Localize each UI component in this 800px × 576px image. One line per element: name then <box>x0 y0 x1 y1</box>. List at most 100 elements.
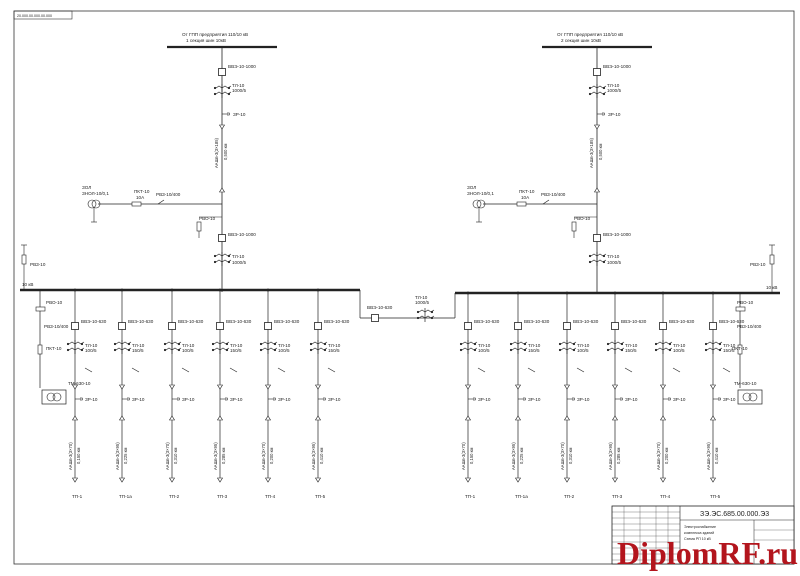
feeder-end-arrow <box>659 477 667 483</box>
tsn-label: ТМ-630-10 <box>734 381 757 386</box>
feeder-ct-label: ТЛ-10 <box>577 343 590 348</box>
feeder-destination: ТП-1а <box>515 494 528 499</box>
incomer-ct <box>588 252 607 266</box>
ct-dot <box>558 348 562 352</box>
tsn-arrester-label: РВО-10 <box>737 300 754 305</box>
ct-dot <box>213 92 217 96</box>
feeder-ground-label: ЗР-10 <box>673 397 686 402</box>
feeder-3: ВВЭ-10-630ТЛ-10100/5ЗР-10ААШв-3(3×70)0,3… <box>558 291 599 499</box>
vt-label: ЗОЛ <box>82 185 91 190</box>
feeder-breaker <box>314 322 322 330</box>
feeder-ct-label: ТЛ-10 <box>723 343 736 348</box>
ct-dot <box>323 348 327 352</box>
vt-type: ЗНОЛ-10/0,1 <box>82 191 109 196</box>
ct-dot <box>602 260 606 264</box>
feeder-end-arrow <box>611 477 619 483</box>
ct-dot <box>718 348 722 352</box>
bus-tap-dot <box>613 291 617 295</box>
incoming-cable-length: 0,500 км <box>223 144 228 160</box>
feeder-arrow <box>464 384 472 390</box>
ct-dot <box>588 92 592 96</box>
ct-dot <box>523 342 527 346</box>
feeder-ground <box>663 397 671 401</box>
ct-dot <box>602 86 606 90</box>
feeder-ground <box>122 397 130 401</box>
feeder-breaker <box>611 322 619 330</box>
ct-dot <box>259 348 263 352</box>
feed-sublabel: 2 секция шин 10кВ <box>561 38 601 43</box>
feeder-cable-length: 0,225 км <box>123 448 128 464</box>
ct-dot <box>66 348 70 352</box>
feeder-destination: ТП-5 <box>315 494 326 499</box>
sectional-breaker-label: ВВЭ-10-630 <box>367 305 393 310</box>
cable-bottom-arrow <box>218 187 226 193</box>
feeder-ct-label: ТЛ-10 <box>478 343 491 348</box>
feeder-ground-label: ЗР-10 <box>328 397 341 402</box>
top-ct-ratio: 1000/5 <box>607 88 621 93</box>
feeder-arrow <box>314 415 322 421</box>
top-ct <box>213 84 232 98</box>
ct-dot <box>509 342 513 346</box>
feeder-ground-label: ЗР-10 <box>278 397 291 402</box>
feeder-end-arrow <box>314 477 322 483</box>
cable-bottom-arrow <box>593 187 601 193</box>
watermark-text: DiplomRF.ru <box>617 535 799 571</box>
incomer-breaker-label: ВВЭ-10-1000 <box>228 232 256 237</box>
feeder-ct-label: ТЛ-10 <box>132 343 145 348</box>
ct-dot <box>654 342 658 346</box>
ct-dot <box>602 254 606 258</box>
ct-dot <box>177 342 181 346</box>
feeder-arrow <box>118 415 126 421</box>
feeder-cable-length: 0,285 км <box>221 448 226 464</box>
feeder-ct-ratio: 150/5 <box>230 348 242 353</box>
top-ground <box>597 112 605 116</box>
feeder-ct-ratio: 100/5 <box>182 348 194 353</box>
feeder-cable-label: ААШв-3(3×95) <box>311 442 316 470</box>
feeder-breaker-label: ВВЭ-10-630 <box>81 319 107 324</box>
tsn-winding <box>46 392 56 402</box>
feeder-arrow <box>314 384 322 390</box>
tsn-fuse <box>737 344 743 355</box>
feeder-end-arrow <box>168 477 176 483</box>
ct-dot <box>704 342 708 346</box>
ct-dot <box>225 342 229 346</box>
feed-label: От ГПП предприятия 110/10 кВ <box>182 32 248 37</box>
vt-disc-label: РВЗ-10/400 <box>541 192 566 197</box>
feeder-cable-length: 0,310 км <box>173 448 178 464</box>
feeder-ground-switch <box>722 367 731 373</box>
ct-dot <box>588 86 592 90</box>
ct-dot <box>509 348 513 352</box>
feeder-arrow <box>216 384 224 390</box>
ct-dot <box>273 342 277 346</box>
feeder-cable-length: 0,310 км <box>568 448 573 464</box>
feeder-ct-label: ТЛ-10 <box>328 343 341 348</box>
feeder-arrow <box>709 415 717 421</box>
feeder-cable-label: ААШв-3(3×70) <box>261 442 266 470</box>
feeder-ground-label: ЗР-10 <box>625 397 638 402</box>
ct-dot <box>227 92 231 96</box>
feeder-ground-label: ЗР-10 <box>230 397 243 402</box>
feed-label: От ГПП предприятия 110/10 кВ <box>557 32 623 37</box>
incomer-ct-ratio: 1000/5 <box>607 260 621 265</box>
bus-tap-dot <box>266 288 270 292</box>
ct-dot <box>213 260 217 264</box>
ct-dot <box>606 342 610 346</box>
feeder-cable-label: ААШв-3(3×95) <box>608 442 613 470</box>
ct-dot <box>668 342 672 346</box>
ct-dot <box>602 92 606 96</box>
tsn-label: ТМ-630-10 <box>68 381 91 386</box>
bus-arrester-label: РВЗ-10 <box>750 262 766 267</box>
bus-voltage-transformer <box>87 199 101 209</box>
feeder-ground-switch <box>624 367 633 373</box>
feeder-end-arrow <box>216 477 224 483</box>
feeder-ct <box>606 340 625 354</box>
feeder-ct <box>259 340 278 354</box>
feeder-destination: ТП-2 <box>169 494 180 499</box>
feeder-cable-length: 0,410 км <box>319 448 324 464</box>
feeder-1: ВВЭ-10-630ТЛ-10100/5ЗР-10ААШв-3(3×70)0,1… <box>66 288 107 499</box>
incomer-breaker-label: ВВЭ-10-1000 <box>603 232 631 237</box>
bus-tap-dot <box>218 288 222 292</box>
feeder-2: ВВЭ-10-630ТЛ-10150/5ЗР-10ААШв-3(3×95)0,2… <box>509 291 550 499</box>
title-code: ЗЭ.ЭС.685.00.000.Э3 <box>700 511 769 518</box>
